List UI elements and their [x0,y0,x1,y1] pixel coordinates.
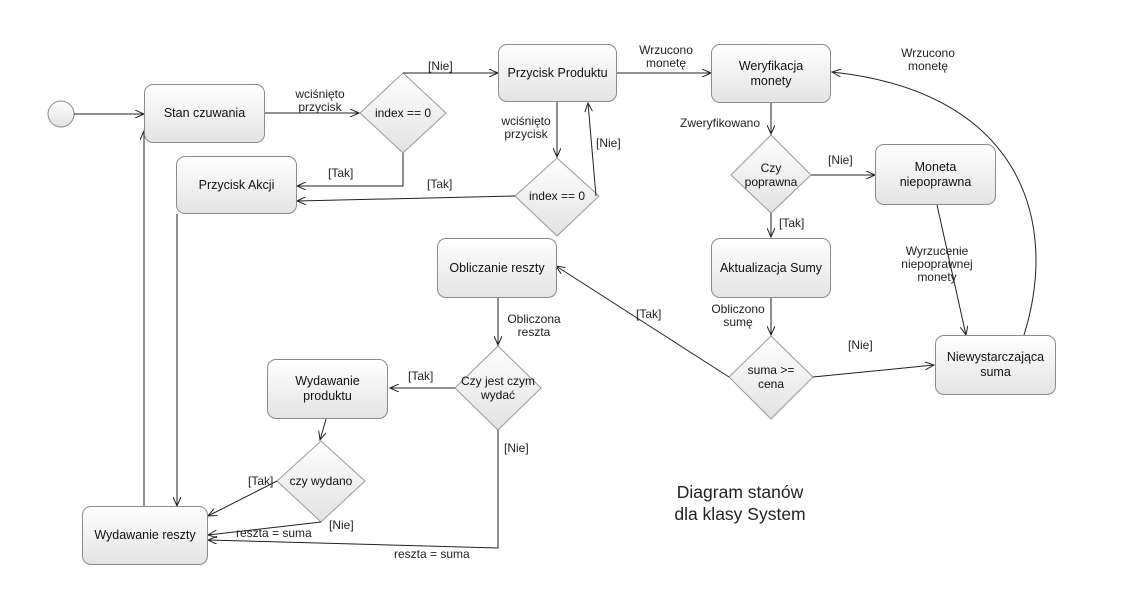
label-wrzucono-1: Wrzucono monetę [639,43,693,70]
state-przycisk-produktu: Przycisk Produktu [498,44,617,102]
label-index2-tak: [Tak] [427,177,453,191]
label-suma-tak: [Tak] [636,307,662,321]
edge-wydano-nie [208,521,322,535]
label-wrzucono-2: Wrzucono monetę [901,46,955,73]
label-wcisnieto-1: wciśnięto przycisk [295,87,345,114]
decision-label-czy-jest: Czy jest czym wydać [460,374,535,402]
state-weryfikacja-monety: Weryfikacja monety [711,44,831,103]
label-reszta-2: reszta = suma [394,547,470,561]
label-czyjest-nie: [Nie] [504,441,529,455]
state-moneta-niepoprawna: Moneta niepoprawna [875,144,996,205]
edge-czyjest-nie [208,430,499,549]
edge-wydano-tak [208,480,278,516]
decision-label-index-1: index == 0 [374,106,432,120]
state-obliczanie-reszty: Obliczanie reszty [437,238,557,298]
edge-index2-nie [588,103,597,197]
edge-index1-tak [297,153,404,186]
state-niewystarczajaca-suma: Niewystarczająca suma [935,335,1056,395]
decision-label-suma-cena: suma >= cena [747,363,795,391]
label-wyrzucenie: Wyrzucenie niepoprawnej monety [901,244,973,284]
diagram-title: Diagram stanów dla klasy System [620,481,860,525]
label-obliczono: Obliczono sumę [711,302,765,329]
label-zweryfikowano: Zweryfikowano [680,116,761,130]
state-wydawanie-produktu: Wydawanie produktu [267,359,388,419]
edge-index2-tak [297,195,516,201]
decision-label-czy-poprawna: Czy poprawna [744,161,798,189]
label-poprawna-nie: [Nie] [828,153,853,167]
label-wydano-tak: [Tak] [248,474,274,488]
label-poprawna-tak: [Tak] [779,216,805,230]
edge-suma-tak [556,266,730,378]
state-aktualizacja-sumy: Aktualizacja Sumy [711,238,831,298]
state-wydawanie-reszty: Wydawanie reszty [82,506,208,565]
label-wcisnieto-2: wciśnięto przycisk [501,114,551,141]
state-stan-czuwania: Stan czuwania [144,84,265,143]
diagram-title-line-1: Diagram stanów [676,482,804,502]
edge-wyrzucenie [936,204,966,335]
decision-index-2 [514,157,600,237]
label-index1-nie: [Nie] [428,59,453,73]
edge-suma-nie [812,365,934,378]
edge-produkt-wydano [320,418,327,440]
label-obliczona: Obliczona reszta [507,312,561,339]
label-index1-tak: [Tak] [328,166,354,180]
decision-label-czy-wydano: czy wydano [289,474,353,488]
decision-suma-cena [728,335,814,420]
edge-wrzucono-2 [832,72,1037,336]
decision-label-index-2: index == 0 [528,189,586,203]
initial-node [47,100,75,128]
diagram-title-line-2: dla klasy System [674,504,806,524]
label-index2-nie: [Nie] [596,136,621,150]
label-czyjest-tak: [Tak] [408,369,434,383]
label-reszta-1: reszta = suma [236,526,312,540]
label-suma-nie: [Nie] [848,338,873,352]
label-wydano-nie: [Nie] [329,518,354,532]
state-przycisk-akcji: Przycisk Akcji [176,156,297,214]
